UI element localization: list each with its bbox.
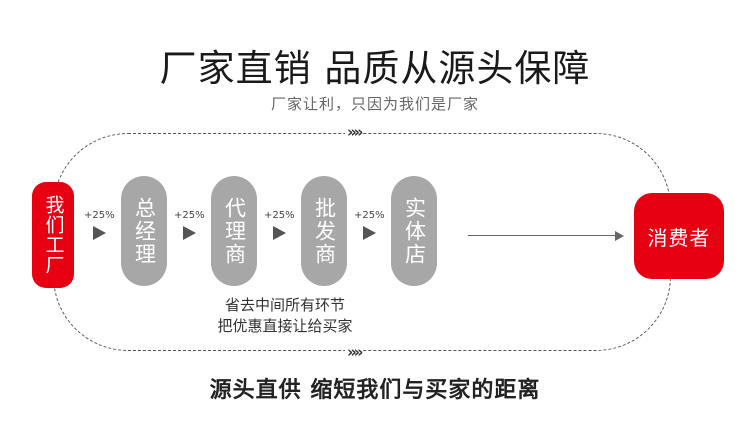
consumer-badge: 消费者 (634, 193, 724, 279)
slogan: 源头直供 缩短我们与买家的距离 (209, 378, 541, 403)
markup-label: +25% (354, 210, 385, 221)
markup-label: +25% (84, 210, 115, 221)
stage-physical-store: 实体店 (391, 176, 437, 286)
factory-badge: 我们工厂 (32, 182, 74, 288)
stage-wholesaler: 批发商 (301, 176, 347, 286)
long-arrow-head-icon (615, 231, 624, 241)
long-arrow-line (468, 235, 618, 236)
double-chevron-right-icon: »» (345, 123, 363, 141)
arrow-right-icon (93, 226, 106, 240)
note-line-2: 把优惠直接让给买家 (217, 317, 353, 335)
markup-label: +25% (264, 210, 295, 221)
arrow-right-icon (363, 226, 376, 240)
double-chevron-right-icon: »» (345, 343, 363, 361)
arrow-right-icon (183, 226, 196, 240)
stage-general-manager: 总经理 (121, 176, 167, 286)
arrow-right-icon (273, 226, 286, 240)
stage-agent: 代理商 (211, 176, 257, 286)
subheadline: 厂家让利，只因为我们是厂家 (270, 95, 479, 113)
headline: 厂家直销 品质从源头保障 (159, 47, 591, 90)
note-line-1: 省去中间所有环节 (224, 296, 345, 314)
markup-label: +25% (174, 210, 205, 221)
